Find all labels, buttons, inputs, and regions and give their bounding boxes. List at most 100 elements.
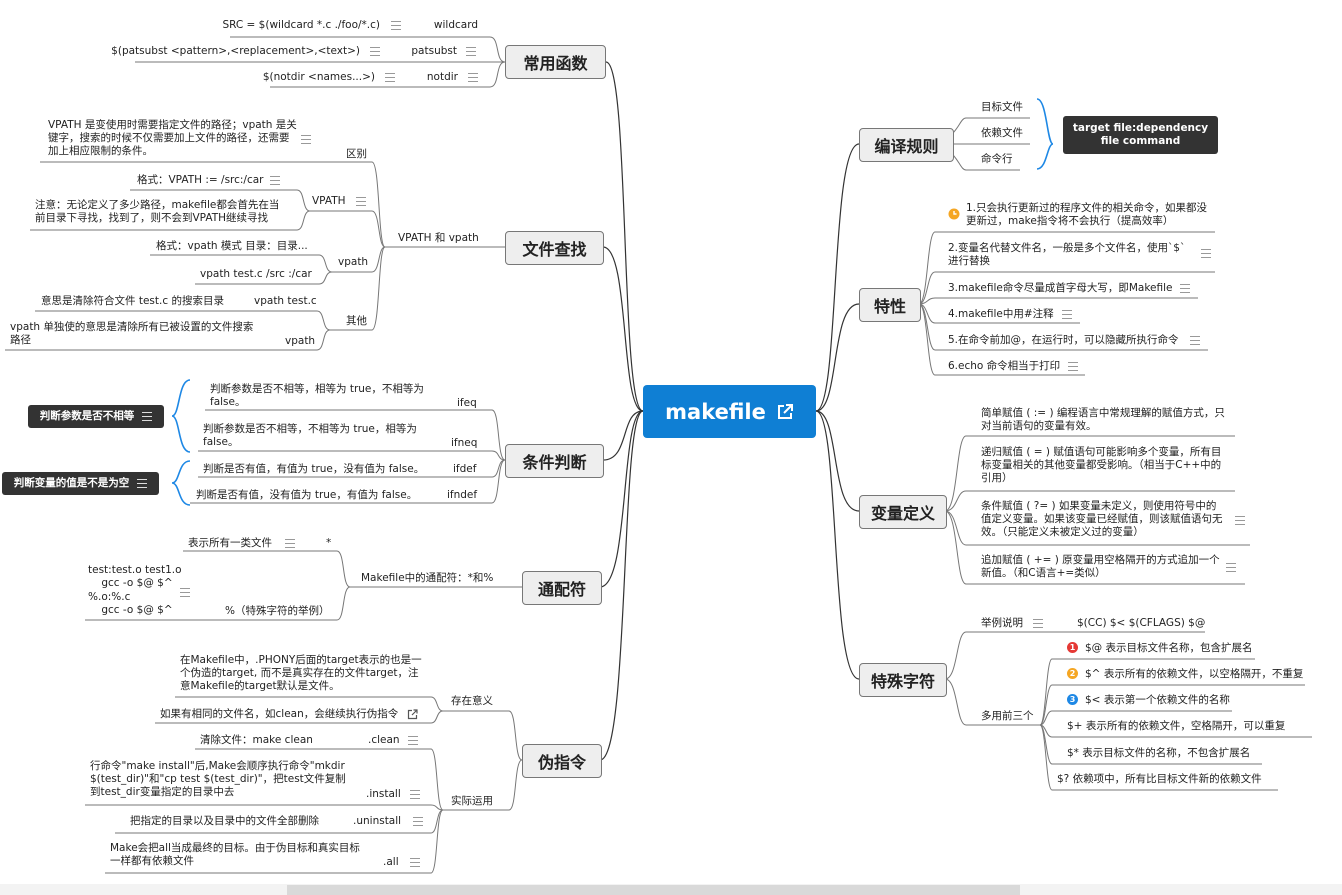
note-icon[interactable] [466, 47, 476, 56]
note-icon[interactable] [413, 817, 423, 826]
note-icon[interactable] [180, 588, 190, 597]
priority-2-icon: 2 [1067, 668, 1078, 679]
other-item-key: vpath [285, 335, 316, 347]
vpath-upper-item: 注意：无论定义了多少路径，makefile都会首先在当前目录下寻找，找到了，则不… [35, 199, 280, 224]
vpath-lower-item: 格式：vpath 模式 目录：目录... [156, 240, 308, 252]
code-line: gcc -o $@ $^ [88, 604, 173, 616]
external-link-icon[interactable] [776, 403, 794, 421]
other-item-text: vpath 单独使的意思是清除所有已被设置的文件搜索路径 [10, 321, 254, 346]
vpath-lower-label: vpath [338, 256, 369, 268]
branch-label: 伪指令 [537, 753, 586, 772]
special-item: $* 表示目标文件的名称，不包含扩展名 [1067, 747, 1251, 759]
usage-key: .install [366, 788, 401, 800]
note-icon[interactable] [408, 736, 418, 745]
note-icon[interactable] [410, 858, 420, 867]
root-label: makefile [665, 399, 766, 424]
summary-target-rule[interactable]: target file:dependency file command [1063, 116, 1218, 154]
condition-key: ifdef [453, 463, 477, 475]
vpath-upper-item: 格式：VPATH := /src:/car [137, 174, 264, 186]
feature-item: 4.makefile中用#注释 [948, 308, 1054, 320]
function-text: $(notdir <names...>) [262, 71, 375, 83]
variable-item: 递归赋值 ( = ) 赋值语句可能影响多个变量，所有目标变量相关的其他变量都受影… [981, 446, 1222, 484]
condition-text: 判断是否有值，没有值为 true，有值为 false。 [196, 489, 418, 501]
other-label: 其他 [346, 315, 367, 327]
special-item: $+ 表示所有的依赖文件，空格隔开，可以重复 [1067, 720, 1286, 732]
feature-item: 3.makefile命令尽量成首字母大写，即Makefile [948, 282, 1173, 294]
note-icon[interactable] [1068, 362, 1078, 371]
branch-special-chars[interactable]: 特殊字符 [859, 663, 947, 697]
summary-label: 判断变量的值是不是为空 [13, 477, 130, 489]
branch-conditions[interactable]: 条件判断 [505, 444, 604, 478]
branch-label: 条件判断 [522, 453, 587, 472]
note-icon[interactable] [285, 539, 295, 548]
variable-item: 追加赋值 ( += ) 原变量用空格隔开的方式追加一个新值。（和C语言+=类似） [981, 554, 1220, 579]
condition-key: ifneq [451, 437, 478, 449]
usage-label: 实际运用 [451, 795, 493, 807]
branch-functions[interactable]: 常用函数 [505, 45, 606, 79]
branch-wildcards[interactable]: 通配符 [522, 571, 602, 605]
condition-key: ifndef [447, 489, 478, 501]
feature-item: 6.echo 命令相当于打印 [948, 360, 1061, 372]
usage-key: .clean [368, 734, 400, 746]
condition-text: 判断参数是否不相等，相等为 true，不相等为 false。 [210, 383, 424, 408]
special-item: $^ 表示所有的依赖文件，以空格隔开，不重复 [1085, 668, 1304, 680]
function-key: patsubst [411, 45, 457, 57]
note-icon[interactable] [370, 47, 380, 56]
note-icon[interactable] [1180, 284, 1190, 293]
branch-label: 特性 [873, 297, 906, 316]
note-icon[interactable] [1201, 249, 1211, 258]
note-icon[interactable] [385, 73, 395, 82]
note-icon [142, 412, 153, 421]
priority-1-icon: 1 [1067, 642, 1078, 653]
priority-3-icon: 3 [1067, 694, 1078, 705]
feature-item: 2.变量名代替文件名，一般是多个文件名，使用`$`进行替换 [948, 242, 1186, 267]
function-text: SRC = $(wildcard *.c ./foo/*.c) [222, 19, 380, 31]
feature-item: 5.在命令前加@，在运行时，可以隐藏所执行命令 [948, 334, 1179, 346]
note-icon[interactable] [468, 73, 478, 82]
summary-is-empty[interactable]: 判断变量的值是不是为空 [2, 472, 159, 495]
group-label: Makefile中的通配符：*和% [361, 572, 494, 584]
branch-label: 通配符 [537, 580, 586, 599]
feature-item: 1.只会执行更新过的程序文件的相关命令，如果都没更新过，make指令将不会执行（… [966, 202, 1208, 227]
variable-item: 条件赋值 ( ?= ) 如果变量未定义，则使用符号中的值定义变量。如果该变量已经… [981, 500, 1223, 538]
note-icon[interactable] [1033, 619, 1043, 628]
note-icon[interactable] [1062, 310, 1072, 319]
usage-text: 行命令"make install"后,Make会顺序执行命令"mkdir $(t… [90, 760, 346, 798]
summary-label: 判断参数是否不相等 [39, 410, 135, 422]
compile-item: 依赖文件 [981, 127, 1023, 139]
meaning-text: 如果有相同的文件名，如clean，会继续执行伪指令 [160, 708, 399, 720]
branch-phony[interactable]: 伪指令 [522, 744, 602, 778]
summary-not-equal[interactable]: 判断参数是否不相等 [28, 405, 164, 428]
branch-features[interactable]: 特性 [859, 288, 921, 322]
vpath-lower-item: vpath test.c /src :/car [200, 268, 312, 280]
note-icon[interactable] [270, 176, 280, 185]
branch-compile-rules[interactable]: 编译规则 [859, 128, 954, 162]
external-link-icon[interactable] [407, 709, 418, 720]
special-item: $< 表示第一个依赖文件的名称 [1085, 694, 1230, 706]
code-line: test:test.o test1.o [88, 564, 182, 576]
branch-label: 变量定义 [870, 504, 935, 523]
note-icon[interactable] [1226, 563, 1236, 572]
branch-file-search[interactable]: 文件查找 [505, 231, 604, 265]
clock-icon [948, 208, 960, 220]
note-icon[interactable] [301, 135, 311, 144]
condition-text: 判断是否有值，有值为 true，没有值为 false。 [203, 463, 425, 475]
branch-variables[interactable]: 变量定义 [859, 495, 947, 529]
common-label: 多用前三个 [981, 710, 1034, 722]
note-icon[interactable] [1235, 516, 1245, 525]
horizontal-scrollbar-thumb[interactable] [287, 885, 1020, 895]
root-node[interactable]: makefile [643, 385, 816, 438]
wildcard-key: * [326, 537, 332, 549]
special-item: $@ 表示目标文件名称，包含扩展名 [1085, 642, 1253, 654]
compile-item: 命令行 [981, 153, 1013, 165]
meaning-label: 存在意义 [451, 695, 493, 707]
example-label: 举例说明 [981, 617, 1023, 629]
note-icon[interactable] [1190, 336, 1200, 345]
note-icon[interactable] [410, 790, 420, 799]
note-icon[interactable] [356, 197, 366, 206]
note-icon[interactable] [391, 21, 401, 30]
function-key: notdir [426, 71, 458, 83]
summary-label: target file:dependency file command [1072, 122, 1209, 147]
branch-label: 常用函数 [523, 54, 588, 73]
